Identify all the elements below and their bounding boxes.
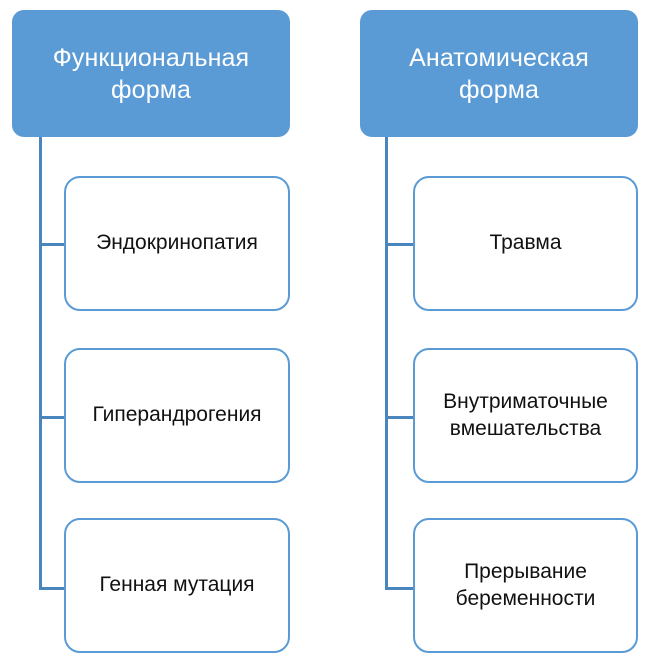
leaf-node-travma[interactable]: Травма bbox=[413, 176, 638, 311]
connector-stub-anatomical-2 bbox=[385, 416, 415, 419]
connector-trunk-anatomical bbox=[385, 137, 388, 590]
connector-stub-functional-2 bbox=[39, 416, 66, 419]
leaf-node-preryvanie-beremennosti-label: Прерывание беременности bbox=[455, 560, 596, 610]
connector-stub-functional-3 bbox=[39, 587, 66, 590]
leaf-node-endokrinopatiya-label: Эндокринопатия bbox=[96, 231, 258, 255]
leaf-node-vnutrimatochnye-vmeshatelstva-label: Внутриматочные вмешательства bbox=[443, 390, 608, 440]
leaf-node-endokrinopatiya[interactable]: Эндокринопатия bbox=[64, 176, 290, 311]
connector-stub-anatomical-3 bbox=[385, 587, 415, 590]
leaf-node-travma-label: Травма bbox=[489, 231, 562, 255]
root-node-anatomical-label: Анатомическая форма bbox=[409, 43, 589, 104]
connector-trunk-functional bbox=[39, 137, 42, 590]
root-node-functional[interactable]: Функциональная форма bbox=[12, 10, 290, 137]
leaf-node-gennaya-mutaciya[interactable]: Генная мутация bbox=[64, 518, 290, 653]
connector-stub-anatomical-1 bbox=[385, 243, 415, 246]
root-node-functional-label: Функциональная форма bbox=[52, 43, 250, 104]
leaf-node-giperandrogeniya[interactable]: Гиперандрогения bbox=[64, 348, 290, 483]
leaf-node-vnutrimatochnye-vmeshatelstva[interactable]: Внутриматочные вмешательства bbox=[413, 348, 638, 483]
leaf-node-preryvanie-beremennosti[interactable]: Прерывание беременности bbox=[413, 518, 638, 653]
leaf-node-giperandrogeniya-label: Гиперандрогения bbox=[92, 403, 262, 427]
root-node-anatomical[interactable]: Анатомическая форма bbox=[360, 10, 638, 137]
leaf-node-gennaya-mutaciya-label: Генная мутация bbox=[99, 573, 255, 597]
connector-stub-functional-1 bbox=[39, 243, 66, 246]
